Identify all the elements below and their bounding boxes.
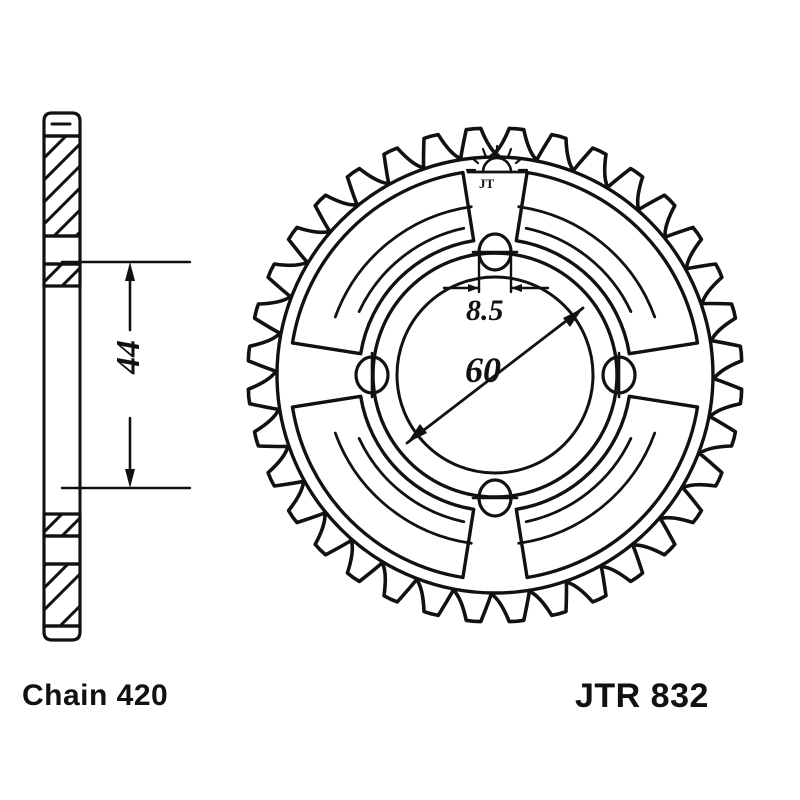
side-top-tooth-tip — [42, 111, 82, 138]
side-lower-lip-hatch — [45, 515, 79, 535]
side-upper-step — [42, 234, 82, 266]
sprocket-front-view — [246, 126, 744, 624]
spoke-cutout — [290, 394, 476, 580]
bolt-hole-right — [601, 351, 637, 399]
spoke-cutout-group — [290, 170, 700, 580]
arrowhead — [125, 262, 135, 281]
arrowhead — [563, 308, 583, 327]
side-web-body — [42, 284, 82, 516]
construction-arc-group — [333, 205, 657, 545]
dimension-60 — [405, 306, 585, 445]
side-bottom-tooth-tip — [42, 624, 82, 642]
construction-arc — [333, 431, 473, 545]
part-number-label: JTR 832 — [575, 677, 709, 715]
arrowhead — [407, 424, 427, 443]
center-bore-circle — [395, 275, 595, 475]
construction-arc — [517, 431, 657, 545]
dimension-8-5 — [442, 250, 550, 294]
construction-arc — [517, 205, 657, 319]
spoke-cutout — [290, 170, 476, 356]
side-upper-lip-hatch — [45, 265, 79, 285]
construction-arc — [333, 205, 473, 319]
side-lower-hatch-lines — [45, 565, 79, 625]
sunrise-dome-icon — [481, 156, 513, 174]
side-upper-hatch-lines — [45, 137, 79, 235]
spoke-cutout — [514, 170, 700, 356]
chain-size-label: Chain 420 — [22, 679, 169, 712]
jt-sunrise-logo — [465, 144, 529, 174]
construction-arc — [524, 226, 633, 313]
side-lower-step — [42, 534, 82, 566]
dimension-label-60: 60 — [465, 350, 501, 390]
construction-arc — [524, 437, 633, 524]
construction-arc — [357, 437, 466, 524]
arrowhead — [125, 469, 135, 488]
bolt-hole-left — [354, 351, 390, 399]
dimension-44 — [60, 260, 192, 490]
jt-logo-text: JT — [479, 176, 495, 191]
arrowhead — [468, 284, 479, 292]
arrowhead — [511, 284, 522, 292]
dimension-label-8-5: 8.5 — [466, 294, 504, 327]
spoke-cutout — [514, 394, 700, 580]
sprocket-side-section-view — [42, 111, 82, 642]
dimension-label-44: 44 — [110, 340, 147, 374]
construction-arc — [357, 226, 466, 313]
bolt-hole-bottom — [471, 478, 519, 518]
sunrise-rays-icon — [465, 144, 529, 172]
side-lower-hatch-block — [42, 562, 82, 628]
